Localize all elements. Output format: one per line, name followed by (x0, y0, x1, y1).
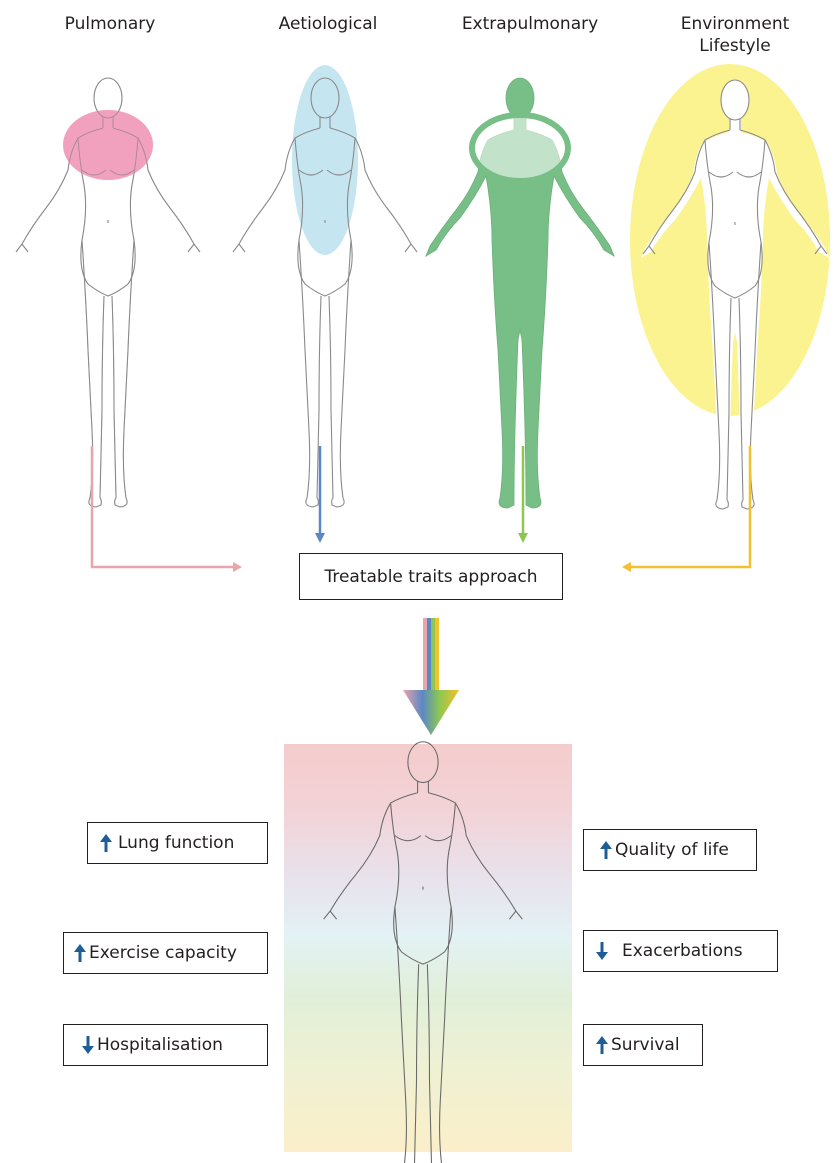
up-arrow-icon (596, 1036, 608, 1054)
lung-highlight (63, 110, 153, 180)
environment-figure (630, 64, 830, 510)
down-arrow-icon (82, 1036, 94, 1054)
outcome-label: Quality of life (615, 840, 729, 860)
body-highlight (292, 65, 358, 255)
up-arrow-icon (100, 834, 112, 852)
combined-rainbow-arrow (403, 618, 459, 735)
aetiological-figure (233, 65, 417, 507)
down-arrow-icon (596, 942, 608, 960)
treatable-traits-label: Treatable traits approach (324, 567, 537, 587)
outcome-exercise-capacity: Exercise capacity (63, 932, 268, 974)
treatable-traits-box: Treatable traits approach (299, 553, 563, 600)
outcome-label: Survival (611, 1035, 680, 1055)
aetiological-arrow (315, 446, 325, 543)
pulmonary-figure (16, 78, 200, 507)
column-label-environment: Environment Lifestyle (665, 13, 805, 57)
outcome-exacerbations: Exacerbations (583, 930, 778, 972)
outcome-label: Hospitalisation (97, 1035, 223, 1055)
column-label-pulmonary: Pulmonary (60, 13, 160, 35)
up-arrow-icon (600, 841, 612, 859)
outcome-label: Exacerbations (622, 941, 743, 961)
column-label-aetiological: Aetiological (268, 13, 388, 35)
outcome-label: Lung function (118, 833, 234, 853)
pulmonary-arrow (92, 446, 242, 572)
outcome-lung-function: Lung function (87, 822, 268, 864)
column-label-environment-line1: Environment (665, 13, 805, 35)
outcome-hospitalisation: Hospitalisation (63, 1024, 268, 1066)
outcome-label: Exercise capacity (89, 943, 237, 963)
extrapulmonary-figure (426, 78, 614, 508)
outcome-panel-background (284, 744, 572, 1152)
column-label-environment-line2: Lifestyle (665, 35, 805, 57)
outcome-survival: Survival (583, 1024, 703, 1066)
column-label-extrapulmonary: Extrapulmonary (450, 13, 610, 35)
outcome-quality-of-life: Quality of life (583, 829, 757, 871)
chest-ring (472, 115, 568, 181)
environment-arrow (622, 446, 750, 572)
up-arrow-icon (74, 944, 86, 962)
